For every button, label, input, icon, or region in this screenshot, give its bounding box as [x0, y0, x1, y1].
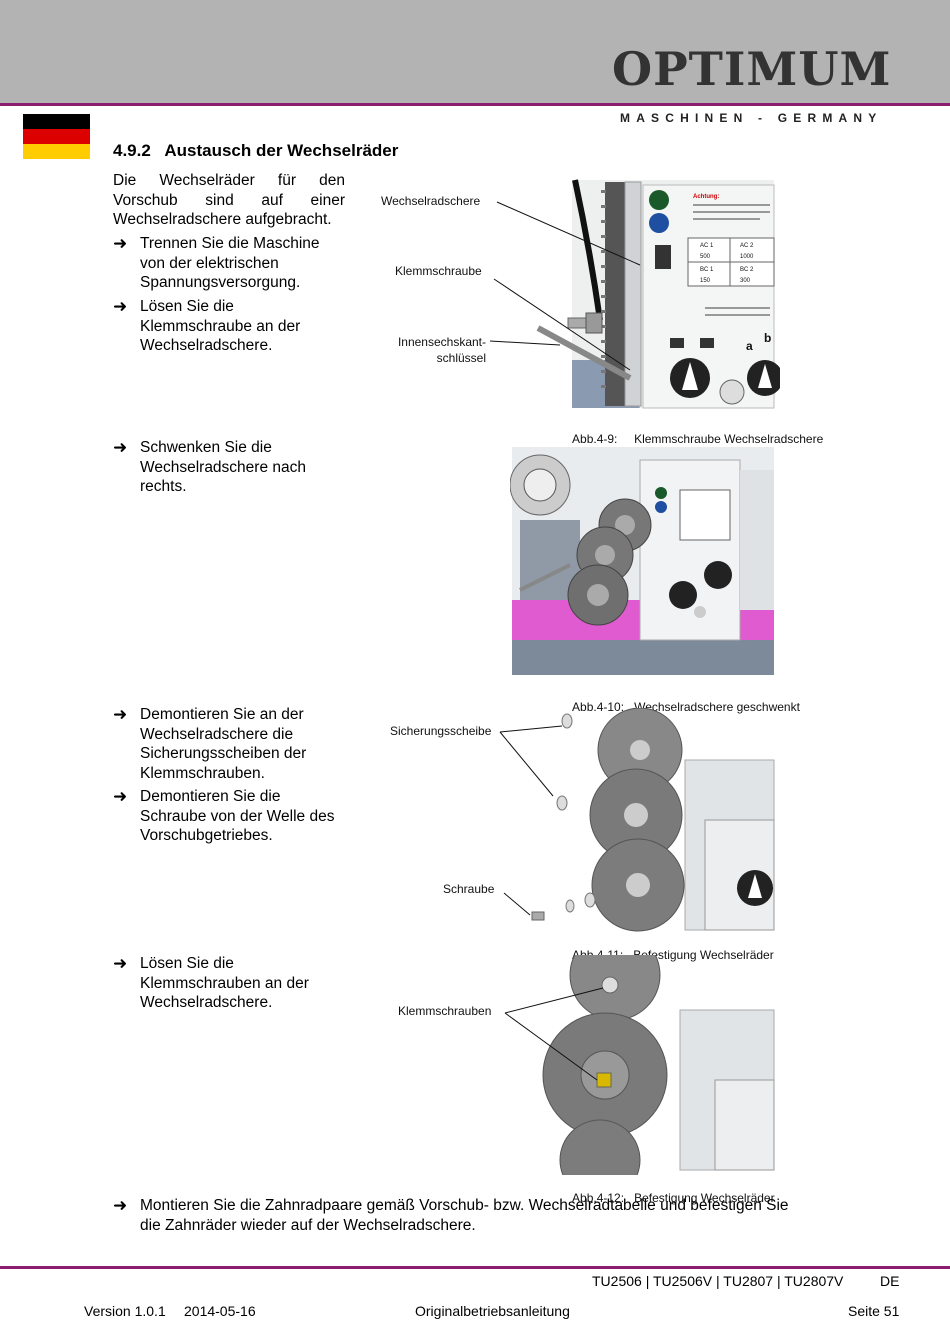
arrow-right-icon: ➜	[113, 1196, 128, 1215]
section-title: 4.9.2 Austausch der Wechselräder	[113, 141, 399, 160]
plate-cell-bc2: BC 2	[740, 267, 754, 273]
label-line-2: schlüssel	[436, 351, 486, 365]
plate-cell-300: 300	[740, 278, 751, 284]
plate-title: Achtung:	[693, 194, 719, 200]
footer-document-type: Originalbetriebsanleitung	[415, 1303, 570, 1319]
footer-models: TU2506 | TU2506V | TU2807 | TU2807V	[592, 1273, 844, 1289]
caption-number: Abb.4-10:	[572, 700, 625, 714]
plate-cell-bc1: BC 1	[700, 267, 714, 273]
step-text: Lösen Sie die Klemmschrauben an der Wech…	[140, 955, 309, 1011]
step-text: Schwenken Sie die Wechselradschere nach …	[140, 439, 306, 495]
step-text: Demontieren Sie die Schraube von der Wel…	[140, 788, 335, 844]
arrow-right-icon: ➜	[113, 787, 128, 806]
plate-letter-a: a	[746, 339, 753, 353]
caption-text: Klemmschraube Wechselradschere	[634, 432, 824, 446]
german-flag-icon	[23, 114, 90, 159]
step-text: Trennen Sie die Maschine von der elektri…	[140, 235, 320, 291]
arrow-right-icon: ➜	[113, 705, 128, 724]
caption-number: Abb.4-12:	[572, 1191, 625, 1205]
label-sicherungsscheibe: Sicherungsscheibe	[390, 724, 492, 738]
footer-divider	[0, 1266, 950, 1269]
plate-cell-1000: 1000	[740, 254, 754, 260]
figure-4-12-image	[504, 955, 775, 1175]
label-schraube: Schraube	[443, 882, 495, 896]
label-klemmschrauben: Klemmschrauben	[398, 1004, 492, 1018]
caption-fig-4-10: Abb.4-10: Wechselradschere geschwenkt	[566, 686, 800, 714]
brand-tagline: MASCHINEN - GERMANY	[620, 111, 883, 125]
arrow-right-icon: ➜	[113, 234, 128, 253]
header-divider	[0, 103, 950, 106]
plate-cell-ac1: AC 1	[700, 243, 714, 249]
caption-text: Befestigung Wechselräder	[634, 1191, 775, 1205]
label-innensechskant: Innensechskant- schlüssel	[380, 334, 486, 366]
flag-stripe-gold	[23, 144, 90, 159]
caption-text: Wechselradschere geschwenkt	[634, 700, 800, 714]
label-wechselradschere: Wechselradschere	[381, 194, 481, 208]
arrow-right-icon: ➜	[113, 954, 128, 973]
caption-fig-4-12: Abb.4-12: Befestigung Wechselräder	[566, 1177, 775, 1205]
step-text: Demontieren Sie an der Wechselradschere …	[140, 706, 307, 782]
arrow-right-icon: ➜	[113, 297, 128, 316]
label-line-1: Innensechskant-	[397, 335, 486, 349]
figure-4-11-image	[499, 708, 775, 932]
flag-stripe-black	[23, 114, 90, 129]
intro-paragraph: Die Wechselräder für den Vorschub sind a…	[113, 172, 345, 228]
flag-stripe-red	[23, 129, 90, 144]
footer-language: DE	[880, 1273, 900, 1289]
figure-4-9-image: Achtung: AC 1 AC 2 500 1000 BC 1 BC 2 15…	[489, 179, 780, 409]
step-text: Montieren Sie die Zahnradpaare gemäß Vor…	[140, 1197, 789, 1234]
footer-page-number: Seite 51	[848, 1303, 900, 1319]
brand-logo: OPTIMUM	[612, 42, 892, 96]
plate-cell-500: 500	[700, 254, 711, 260]
plate-letter-b: b	[764, 331, 771, 345]
footer-date: 2014-05-16	[184, 1303, 256, 1319]
footer-version: Version 1.0.1	[84, 1303, 166, 1319]
figure-4-10-image	[510, 447, 774, 675]
header-band	[0, 0, 950, 103]
plate-cell-150: 150	[700, 278, 711, 284]
step-text: Lösen Sie die Klemmschraube an der Wechs…	[140, 298, 301, 354]
arrow-right-icon: ➜	[113, 438, 128, 457]
caption-fig-4-9: Abb.4-9: Klemmschraube Wechselradschere	[566, 418, 823, 446]
caption-number: Abb.4-9:	[572, 432, 618, 446]
plate-cell-ac2: AC 2	[740, 243, 754, 249]
label-klemmschraube: Klemmschraube	[395, 264, 482, 278]
